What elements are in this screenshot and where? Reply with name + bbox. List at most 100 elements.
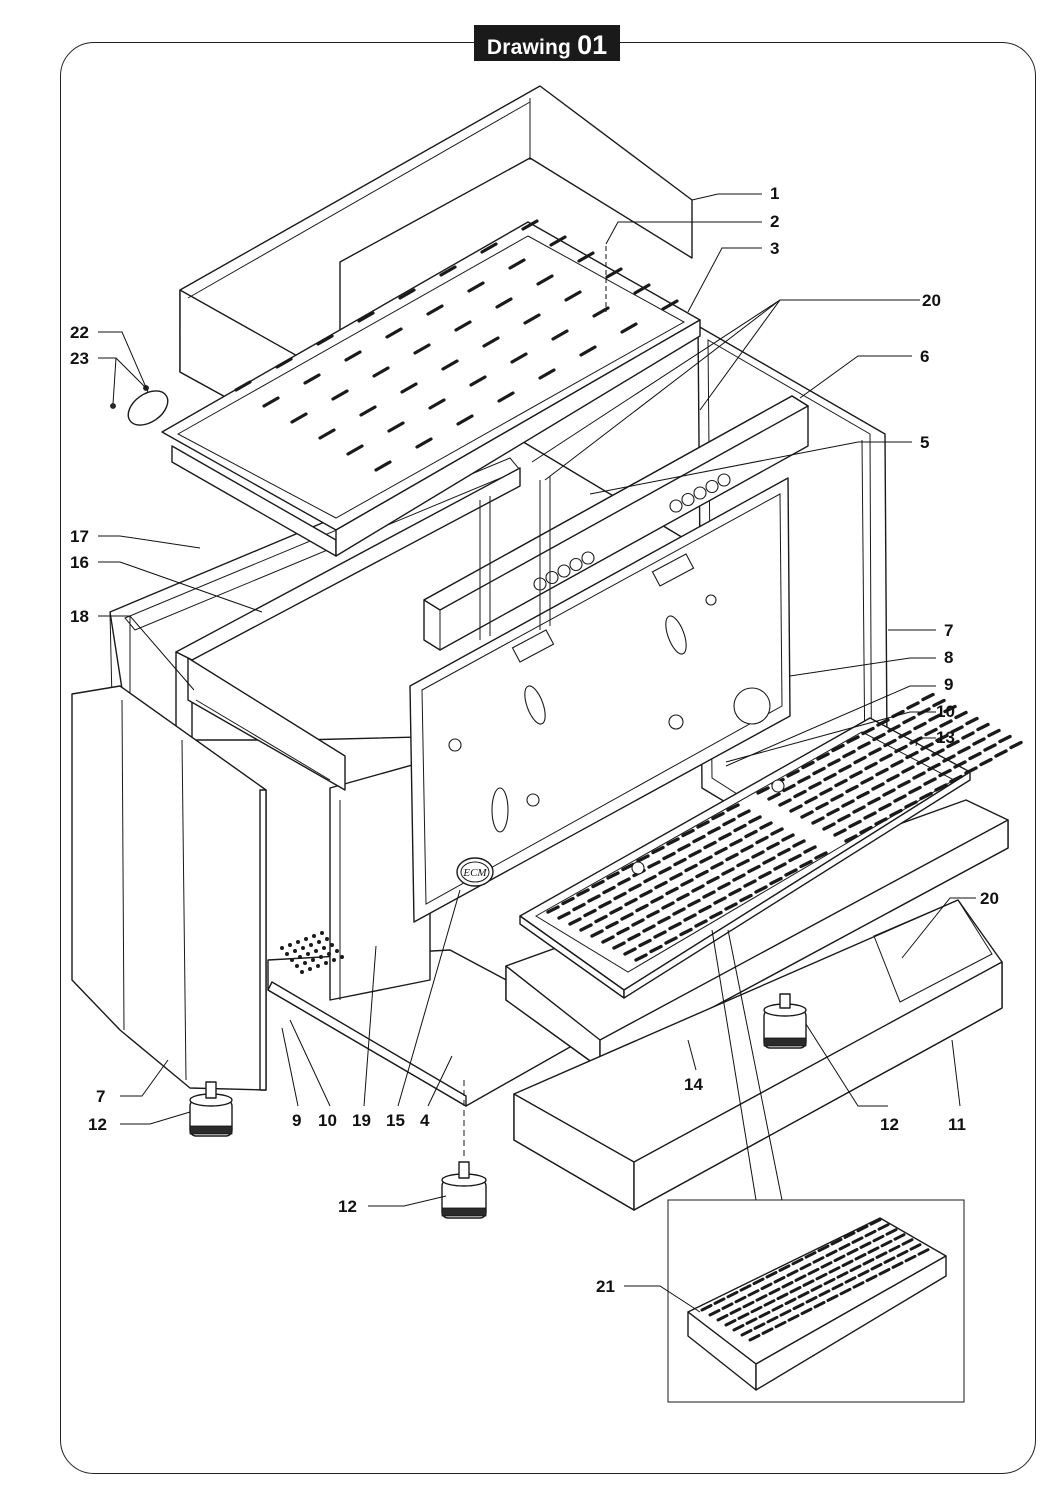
grid-slot (601, 935, 615, 944)
vent-hole (301, 946, 305, 950)
inset-slot (745, 1317, 758, 1325)
grid-slot (788, 853, 802, 863)
grid-slot (748, 815, 762, 824)
grid-slot (924, 727, 938, 737)
grid-slot (901, 765, 915, 774)
cup-slot (510, 352, 528, 364)
inset-slot (856, 1224, 869, 1233)
inset-slot (839, 1287, 852, 1296)
foot-right (763, 993, 807, 1049)
inset-slot (812, 1256, 825, 1264)
inset-slot (737, 1312, 750, 1320)
grid-slot (879, 753, 893, 762)
grid-slot (650, 895, 664, 904)
grid-slot (733, 823, 747, 833)
grid-slot (857, 741, 871, 750)
cup-slot (303, 373, 321, 385)
inset-slot (836, 1271, 849, 1279)
cup-slot (456, 414, 474, 426)
cup-slot (592, 306, 610, 318)
grid-slot (784, 868, 798, 877)
grid-slot (587, 894, 601, 903)
inset-slot (862, 1258, 875, 1266)
grid-slot (861, 726, 875, 736)
cup-slot (372, 366, 390, 378)
grid-slot (968, 751, 982, 761)
inset-grid-pattern (700, 1218, 930, 1342)
vent-hole (288, 943, 292, 947)
drawing-title-word: Drawing (486, 36, 572, 59)
inset-slot (758, 1310, 771, 1319)
cup-slot (439, 265, 457, 277)
grid-slot (852, 805, 866, 814)
grid-slot (998, 734, 1012, 744)
inset-slot (797, 1291, 810, 1299)
grid-slot (657, 915, 671, 925)
grid-slot (867, 796, 881, 806)
grid-slot (724, 902, 738, 911)
grid-slot (747, 864, 761, 874)
inset-slot (817, 1244, 830, 1253)
grid-slot (886, 773, 900, 783)
vent-hole (296, 940, 300, 944)
grid-slot (965, 716, 979, 726)
vent-hole (295, 964, 299, 968)
grid-slot (831, 743, 845, 753)
grid-slot (994, 749, 1008, 758)
grid-slot (717, 881, 731, 891)
grid-slot (811, 816, 825, 825)
inset-slot (734, 1295, 747, 1304)
grid-slot (934, 783, 948, 792)
inset-slot (844, 1276, 857, 1284)
grid-slot (893, 794, 907, 803)
grid-slot (812, 766, 826, 776)
grid-slot (815, 801, 829, 811)
grid-slot (923, 777, 937, 786)
inset-slot (740, 1329, 753, 1337)
inset-slot (739, 1284, 752, 1292)
grid-slot (639, 889, 653, 898)
vent-hole (300, 970, 304, 974)
callout-4: 4 (420, 1111, 430, 1130)
grid-slot (568, 917, 582, 926)
inset-slot (789, 1286, 802, 1294)
grid-slot (728, 887, 742, 897)
grid-slot (662, 851, 676, 861)
grid-slot (864, 761, 878, 771)
grid-slot (789, 804, 803, 813)
grid-slot (649, 944, 663, 954)
grid-slot (725, 852, 739, 862)
switch-row-right (669, 473, 731, 513)
grid-slot (846, 735, 860, 744)
grid-slot (845, 784, 859, 794)
inset-slot (799, 1262, 812, 1271)
cup-slot (262, 396, 280, 408)
grid-slot (729, 838, 743, 847)
grid-slot (702, 890, 716, 899)
callout-20: 20 (922, 291, 941, 310)
grid-slot (643, 874, 657, 884)
cup-slot (415, 437, 433, 449)
grid-slot (912, 771, 926, 780)
grid-slot (646, 909, 660, 919)
vent-hole (298, 955, 302, 959)
cup-slot (521, 219, 539, 231)
vent-hole (319, 955, 323, 959)
grid-slot (669, 872, 683, 881)
inset-slot (760, 1282, 773, 1291)
cup-slot (428, 398, 446, 410)
grid-slot (908, 785, 922, 795)
switch-button (705, 479, 719, 494)
grid-slot (871, 782, 885, 791)
grid-slot (695, 869, 709, 879)
inset-slot (761, 1327, 774, 1335)
inset-slot (781, 1281, 794, 1289)
inset-slot (830, 1238, 843, 1246)
inset-slot (779, 1309, 792, 1317)
cup-slot (538, 368, 556, 380)
cup-slot (467, 281, 485, 293)
inset-slot (864, 1229, 877, 1238)
inset-slot (917, 1248, 930, 1256)
grid-slot (808, 781, 822, 790)
inset-slot (700, 1304, 713, 1312)
